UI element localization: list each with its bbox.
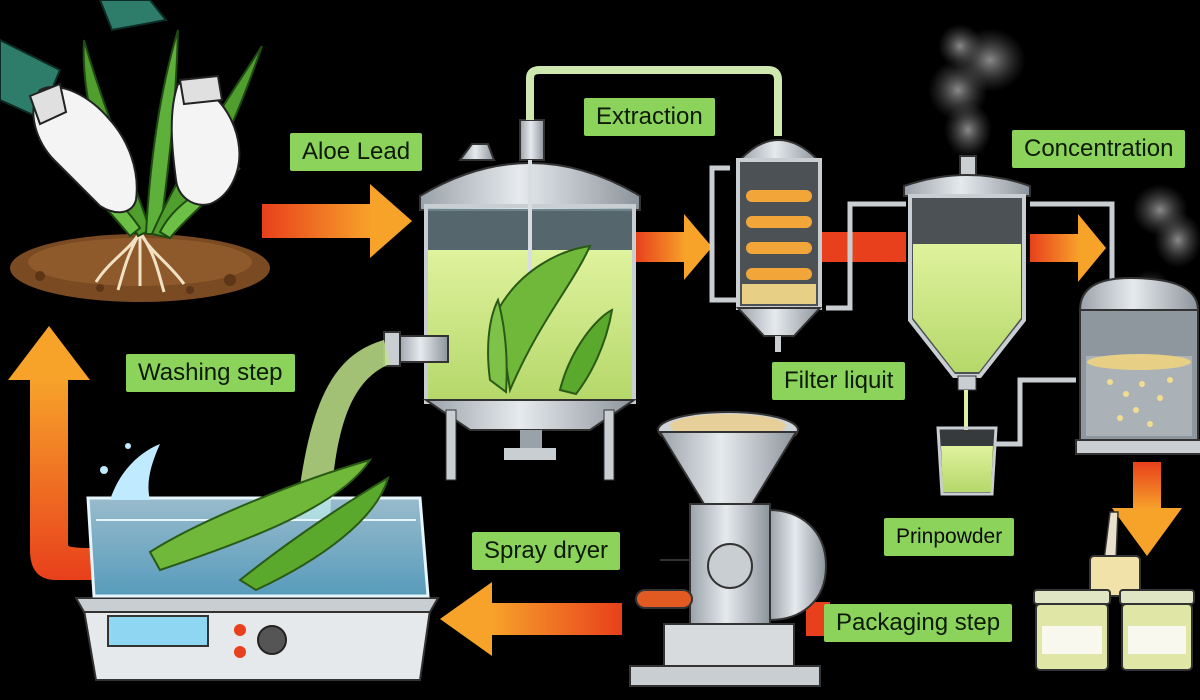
label-concentration: Concentration <box>1012 130 1186 168</box>
label-aloe-lead: Aloe Lead <box>290 133 423 171</box>
label-extraction: Extraction <box>584 98 715 136</box>
filter-column-icon <box>709 139 906 352</box>
arrow-washer-to-soil <box>8 326 92 580</box>
beaker-icon <box>936 377 1076 496</box>
mixing-tank-icon <box>383 119 641 481</box>
arrow-grinder-to-washer <box>440 582 622 656</box>
washing-tub-icon <box>74 340 440 681</box>
label-filter-liquit: Filter liquit <box>772 362 906 400</box>
hands-harvesting-aloe-icon <box>0 0 263 240</box>
arrow-soil-to-tank <box>262 184 412 258</box>
label-packaging-step: Packaging step <box>824 604 1013 642</box>
label-washing-step: Washing step <box>126 354 295 392</box>
label-spray-dryer: Spray dryer <box>472 532 621 570</box>
label-prinpowder: Prinpowder <box>884 518 1015 556</box>
arrow-filter-to-concentrator <box>818 232 906 262</box>
steam-icon <box>928 24 1026 158</box>
soil-roots-icon <box>10 231 270 302</box>
conical-concentrator-icon <box>903 155 1115 391</box>
evaporator-tank-icon <box>1075 184 1200 455</box>
packaging-jars-icon <box>1033 511 1195 671</box>
arrow-tank-to-filter <box>636 214 712 280</box>
arrow-evaporator-to-jars <box>1112 462 1182 556</box>
arrow-concentrator-to-evaporator <box>1030 214 1106 282</box>
transfer-pipe <box>526 66 782 136</box>
grinder-machine-icon <box>629 411 828 687</box>
